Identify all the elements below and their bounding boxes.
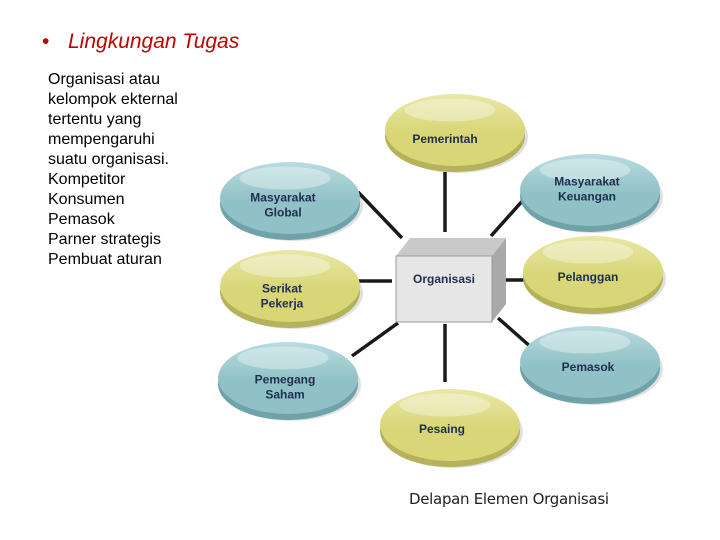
body-text: Organisasi atau kelompok ekternal terten…	[48, 70, 228, 270]
center-label: Organisasi	[413, 272, 475, 286]
node-organisasi: Organisasi	[395, 238, 506, 323]
slide-heading: • Lingkungan Tugas	[42, 30, 239, 54]
connector-pemasok	[496, 316, 534, 350]
node-label-pemegang-saham: Pemegang	[255, 373, 316, 387]
connector-pemegang-saham	[350, 321, 400, 358]
heading-bullet: •	[42, 30, 50, 53]
node-label-serikat-pekerja: Pekerja	[261, 297, 304, 311]
node-pemerintah: Pemerintah	[385, 94, 528, 173]
body-line: Pemasok	[48, 211, 115, 228]
node-pelanggan: Pelanggan	[523, 236, 666, 315]
node-label-pemegang-saham: Saham	[265, 388, 304, 402]
body-line: Kompetitor	[48, 171, 126, 188]
body-line: Organisasi atau	[48, 71, 161, 88]
node-label-masyarakat-global: Global	[264, 206, 301, 220]
node-label-masyarakat-keuangan: Masyarakat	[554, 175, 619, 189]
connector-masyarakat-global	[356, 190, 404, 240]
node-label-serikat-pekerja: Serikat	[262, 282, 302, 296]
node-pemasok: Pemasok	[520, 326, 663, 405]
body-line: Pembuat aturan	[48, 251, 162, 268]
heading-title: Lingkungan Tugas	[68, 30, 240, 53]
body-line: Parner strategis	[48, 231, 161, 248]
node-label-pemasok: Pemasok	[562, 360, 615, 374]
body-line: kelompok ekternal	[48, 91, 178, 108]
node-label-masyarakat-keuangan: Keuangan	[558, 190, 616, 204]
body-line: Konsumen	[48, 191, 125, 208]
node-label-pemerintah: Pemerintah	[412, 132, 477, 146]
node-label-pesaing: Pesaing	[419, 422, 465, 436]
body-line: tertentu yang	[48, 111, 142, 128]
body-line: suatu organisasi.	[48, 151, 169, 168]
connector-masyarakat-keuangan	[489, 196, 527, 238]
node-label-masyarakat-global: Masyarakat	[250, 191, 315, 205]
node-pesaing: Pesaing	[380, 389, 523, 468]
node-label-pelanggan: Pelanggan	[558, 270, 619, 284]
body-line: mempengaruhi	[48, 131, 155, 148]
diagram-caption: Delapan Elemen Organisasi	[409, 490, 609, 508]
